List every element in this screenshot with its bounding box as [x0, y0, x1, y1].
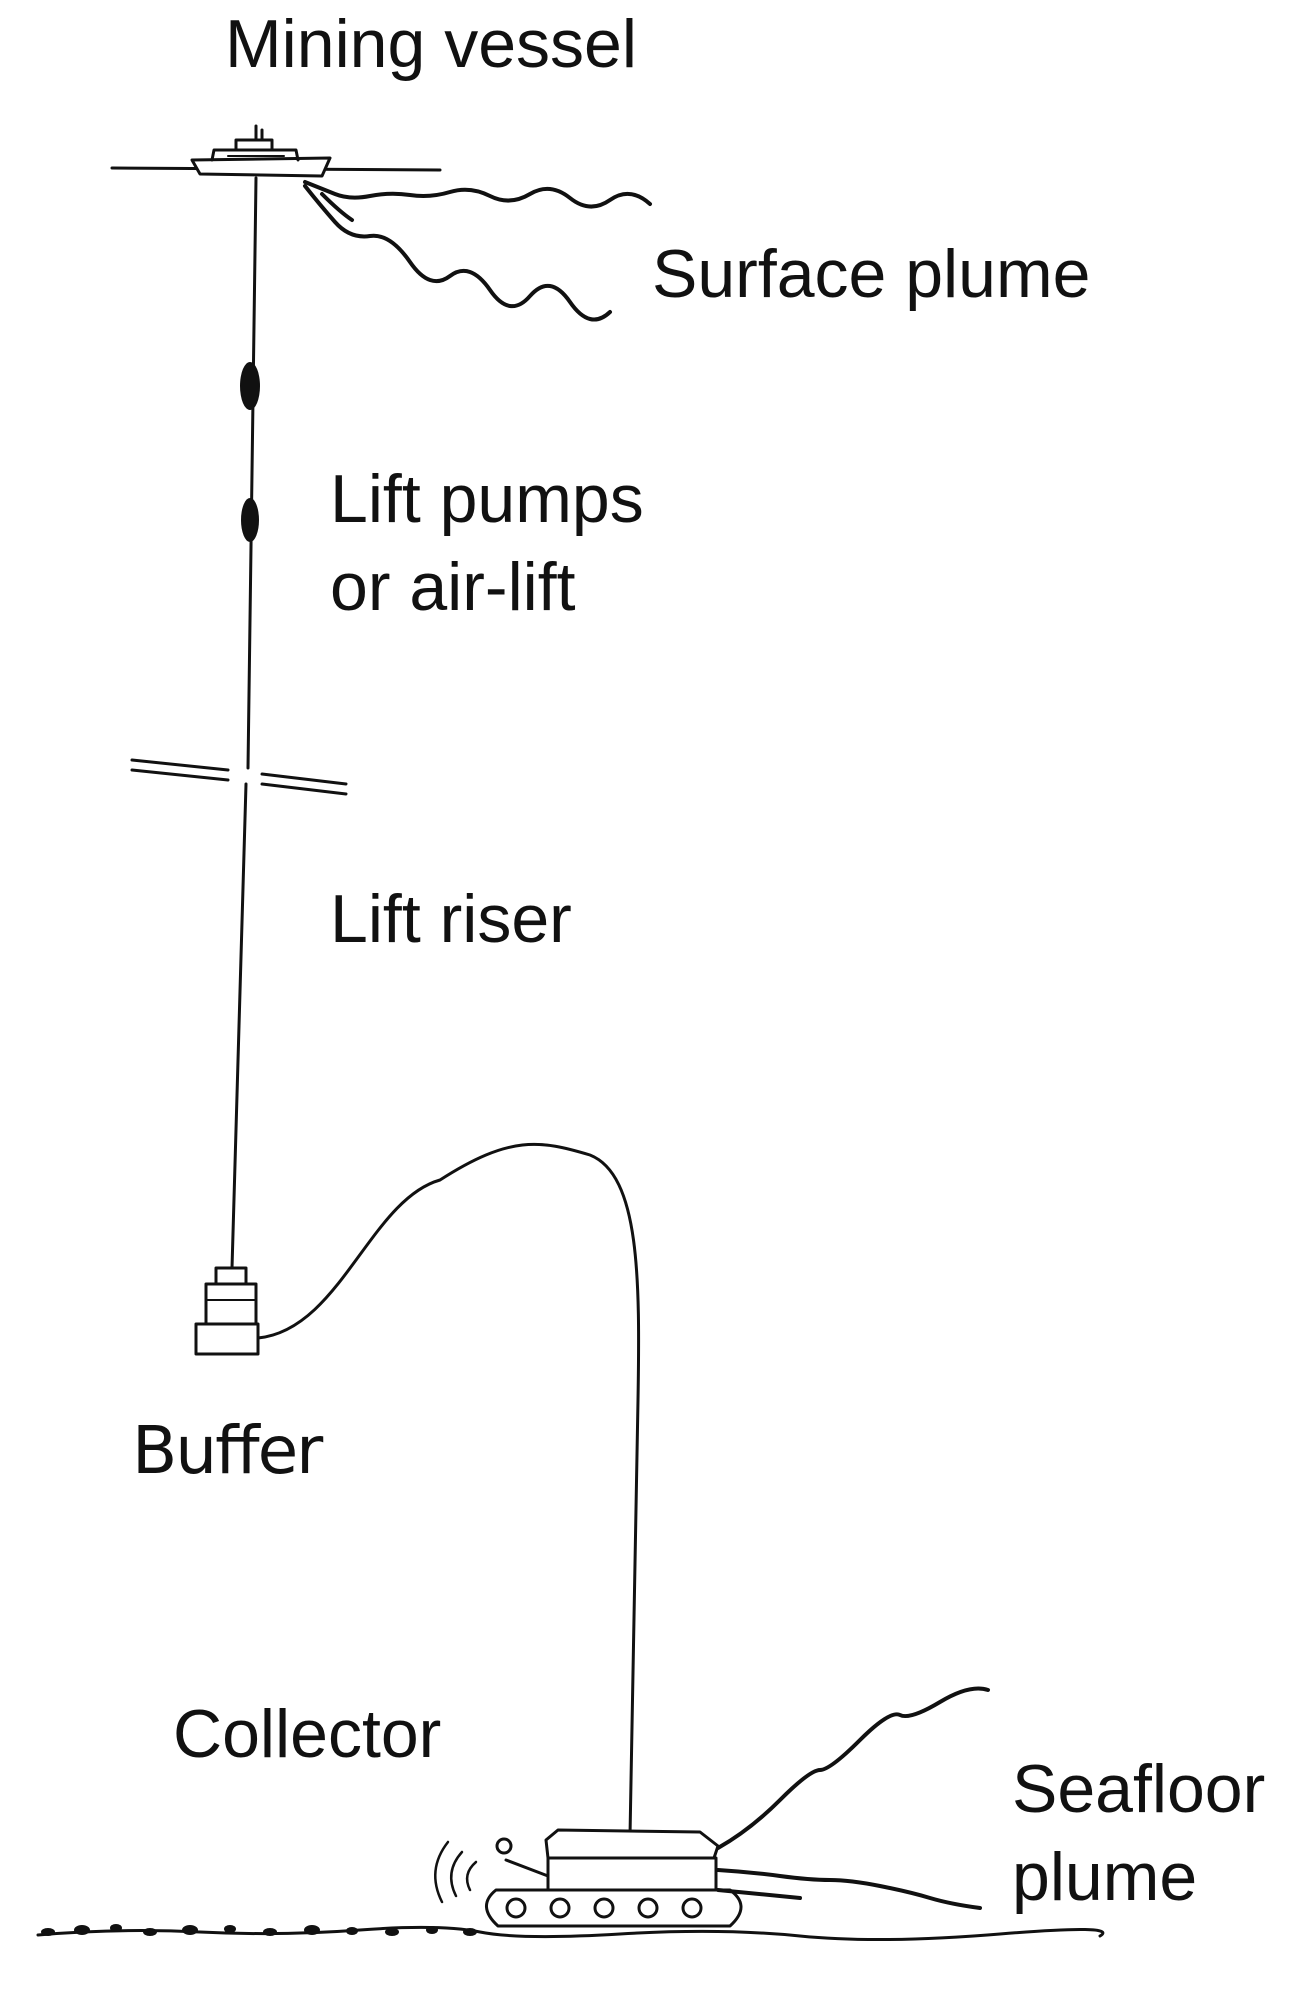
mining-vessel-label: Mining vessel	[225, 6, 637, 82]
seafloor-plume-label-line2: plume	[1012, 1839, 1198, 1916]
lift-pump-upper	[240, 362, 260, 410]
buffer-label: Buffer	[132, 1412, 323, 1489]
lift-pumps-label-line2: or air-lift	[330, 549, 576, 626]
lift-riser-lower	[230, 782, 248, 1270]
collector-vehicle	[485, 1828, 743, 1928]
mining-vessel-ship	[190, 124, 332, 178]
flexible-hose	[256, 1142, 641, 1838]
surface-plume-label: Surface plume	[652, 236, 1091, 312]
seafloor-plume	[716, 1686, 990, 1910]
lift-pumps-label: Lift pumps or air-lift	[330, 455, 644, 632]
seafloor-plume-label: Seafloor plume	[1012, 1745, 1265, 1922]
lift-pumps-label-line1: Lift pumps	[330, 461, 644, 537]
riser-break-marks	[130, 758, 348, 796]
buffer-unit	[194, 1266, 260, 1356]
seafloor-plume-label-line1: Seafloor	[1012, 1751, 1266, 1827]
lift-pump-lower	[241, 498, 259, 542]
seafloor	[36, 1924, 1105, 1942]
lift-riser-upper	[246, 176, 258, 770]
seafloor-nodules	[41, 1924, 477, 1936]
surface-plume	[303, 180, 652, 322]
collector-label: Collector	[173, 1696, 442, 1772]
signal-waves	[434, 1840, 478, 1904]
lift-riser-label: Lift riser	[330, 881, 572, 957]
